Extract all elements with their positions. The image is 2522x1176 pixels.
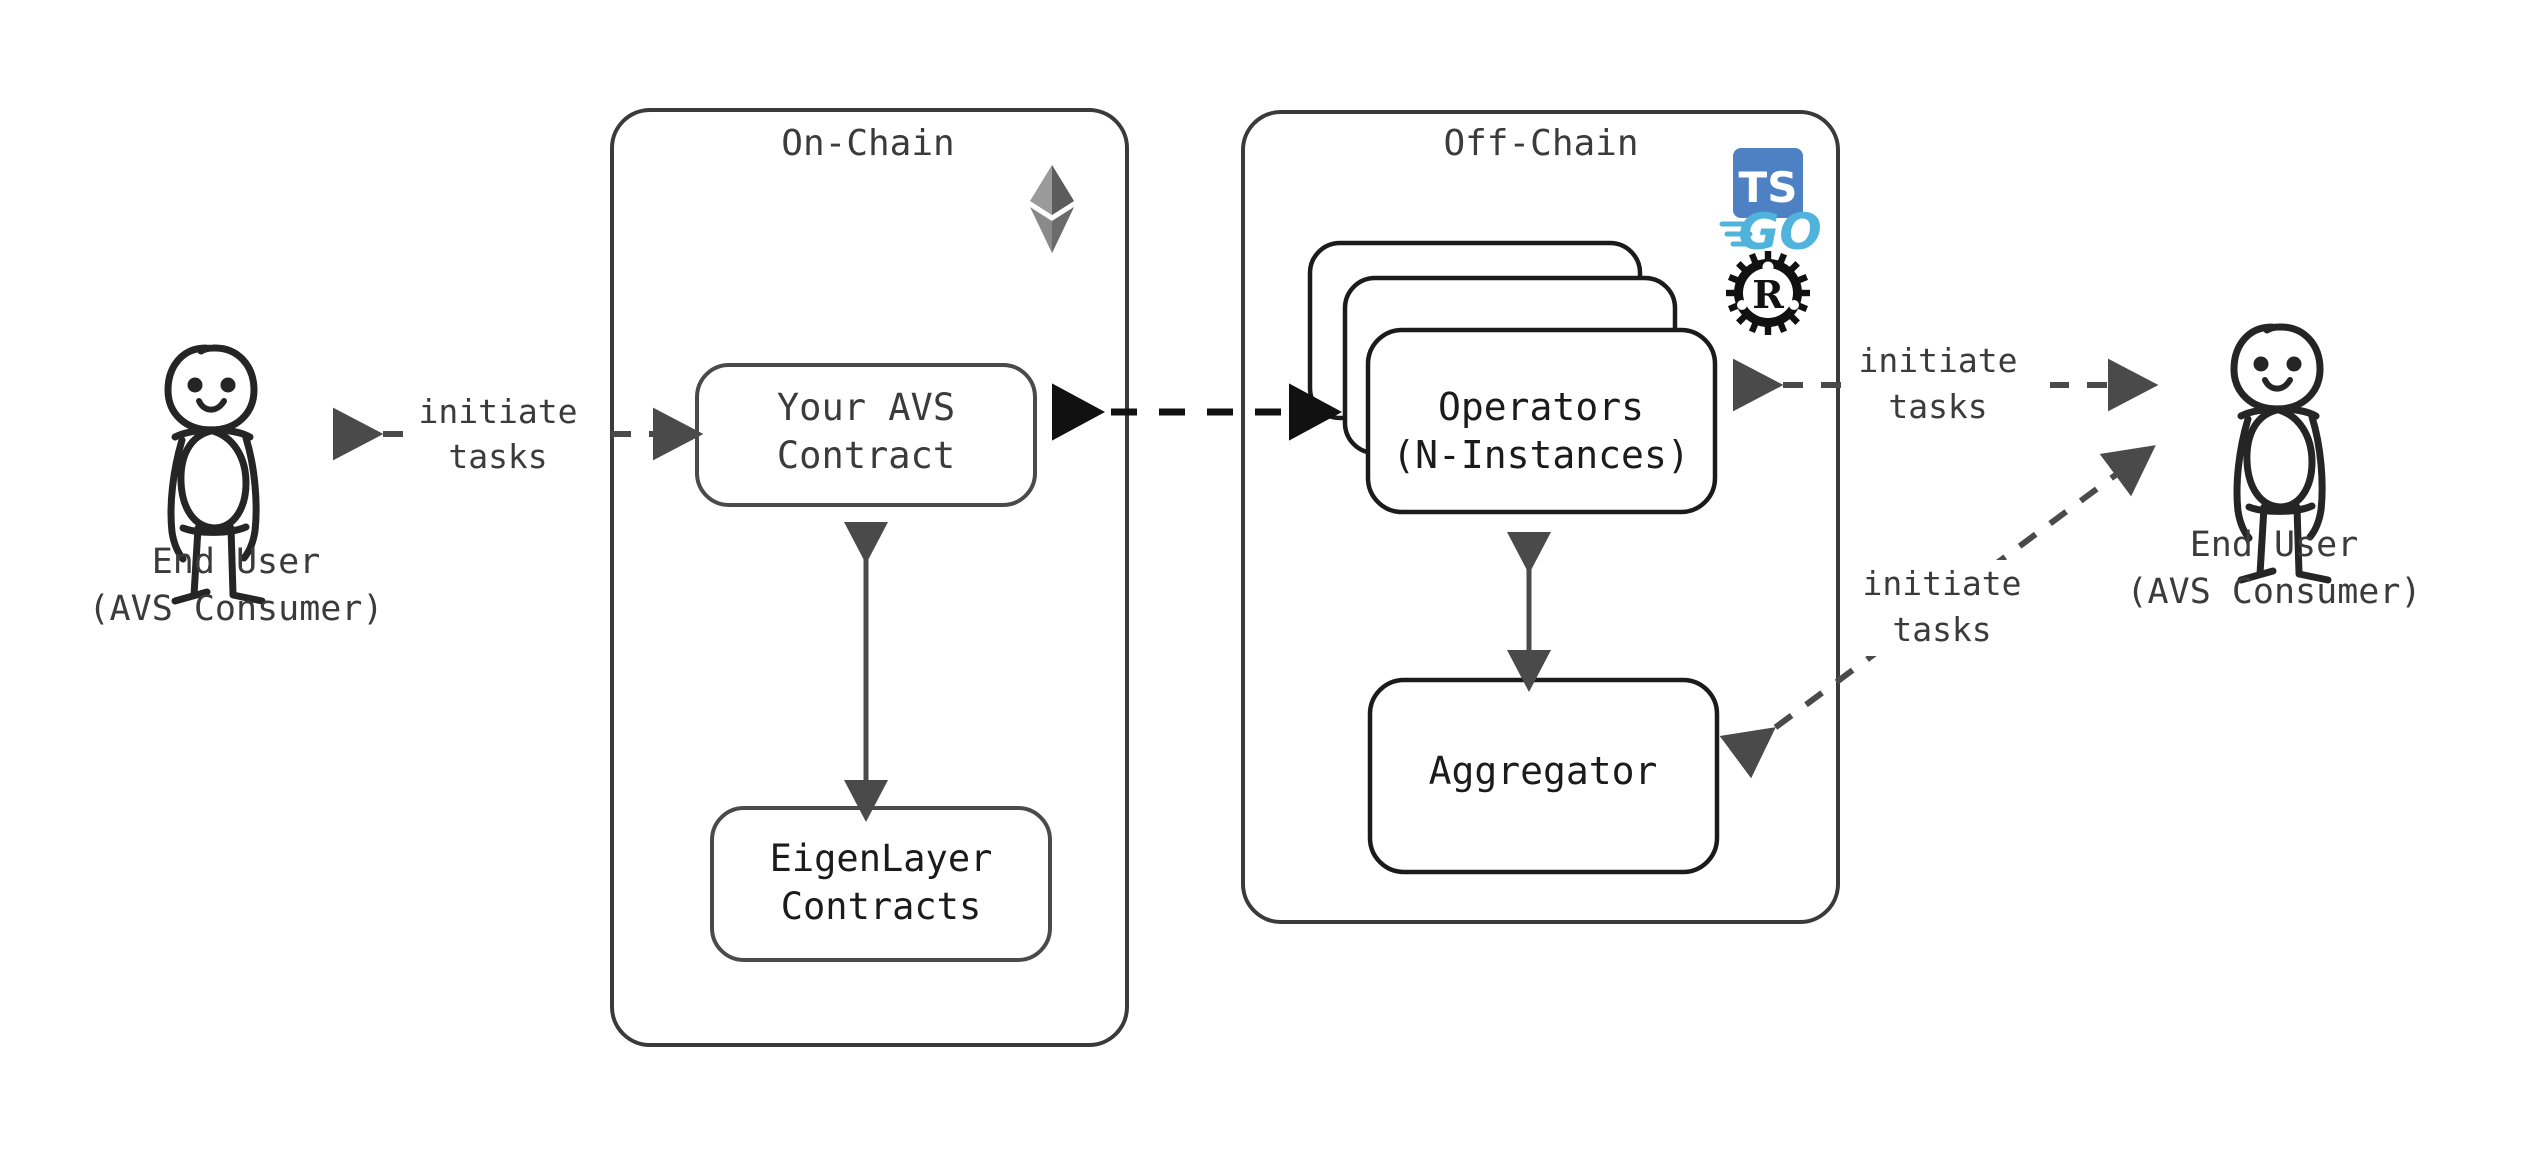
golang-icon: GO xyxy=(1719,203,1822,261)
edge-user-right-aggregator-label-line1: initiate xyxy=(1863,564,2022,603)
end-user-left-figure xyxy=(164,344,266,605)
node-eigenlayer-contracts-line1: EigenLayer xyxy=(770,837,993,880)
node-avs-contract-line1: Your AVS xyxy=(777,386,955,429)
edge-user-right-operators-label-line1: initiate xyxy=(1859,341,2018,380)
node-eigenlayer-contracts[interactable] xyxy=(710,806,1052,962)
end-user-right-line1: End User xyxy=(2190,525,2359,565)
rust-icon-text: R xyxy=(1752,272,1784,317)
edge-user-left-label-line2-top: tasks xyxy=(448,437,547,476)
end-user-left-line2: (AVS Consumer) xyxy=(88,589,383,629)
edge-user-right-operators-label-line2: tasks xyxy=(1888,387,1987,426)
end-user-right-line2: (AVS Consumer) xyxy=(2126,572,2421,612)
typescript-icon: TS xyxy=(1733,148,1803,218)
end-user-right-figure xyxy=(2230,323,2332,584)
container-on-chain-title: On-Chain xyxy=(781,123,954,164)
node-eigenlayer-contracts-line2: Contracts xyxy=(781,885,981,928)
node-operators-line1: Operators xyxy=(1438,385,1644,429)
golang-icon-text: GO xyxy=(1738,203,1822,261)
edge-user-right-aggregator-label-line2: tasks xyxy=(1892,610,1991,649)
ethereum-icon xyxy=(1030,165,1074,253)
node-avs-contract-line2: Contract xyxy=(777,434,955,477)
end-user-left-line1: End User xyxy=(152,542,321,582)
end-user-left-label: End User (AVS Consumer) xyxy=(88,542,383,629)
node-aggregator-label: Aggregator xyxy=(1429,749,1658,793)
rust-icon: R xyxy=(1726,251,1810,335)
node-operators[interactable] xyxy=(1365,327,1718,515)
typescript-icon-text: TS xyxy=(1739,163,1798,212)
node-operators-line2: (N-Instances) xyxy=(1392,433,1689,477)
container-off-chain-title: Off-Chain xyxy=(1443,123,1638,164)
end-user-right-label: End User (AVS Consumer) xyxy=(2126,525,2421,612)
edge-user-left-label-line1-top: initiate xyxy=(419,392,578,431)
